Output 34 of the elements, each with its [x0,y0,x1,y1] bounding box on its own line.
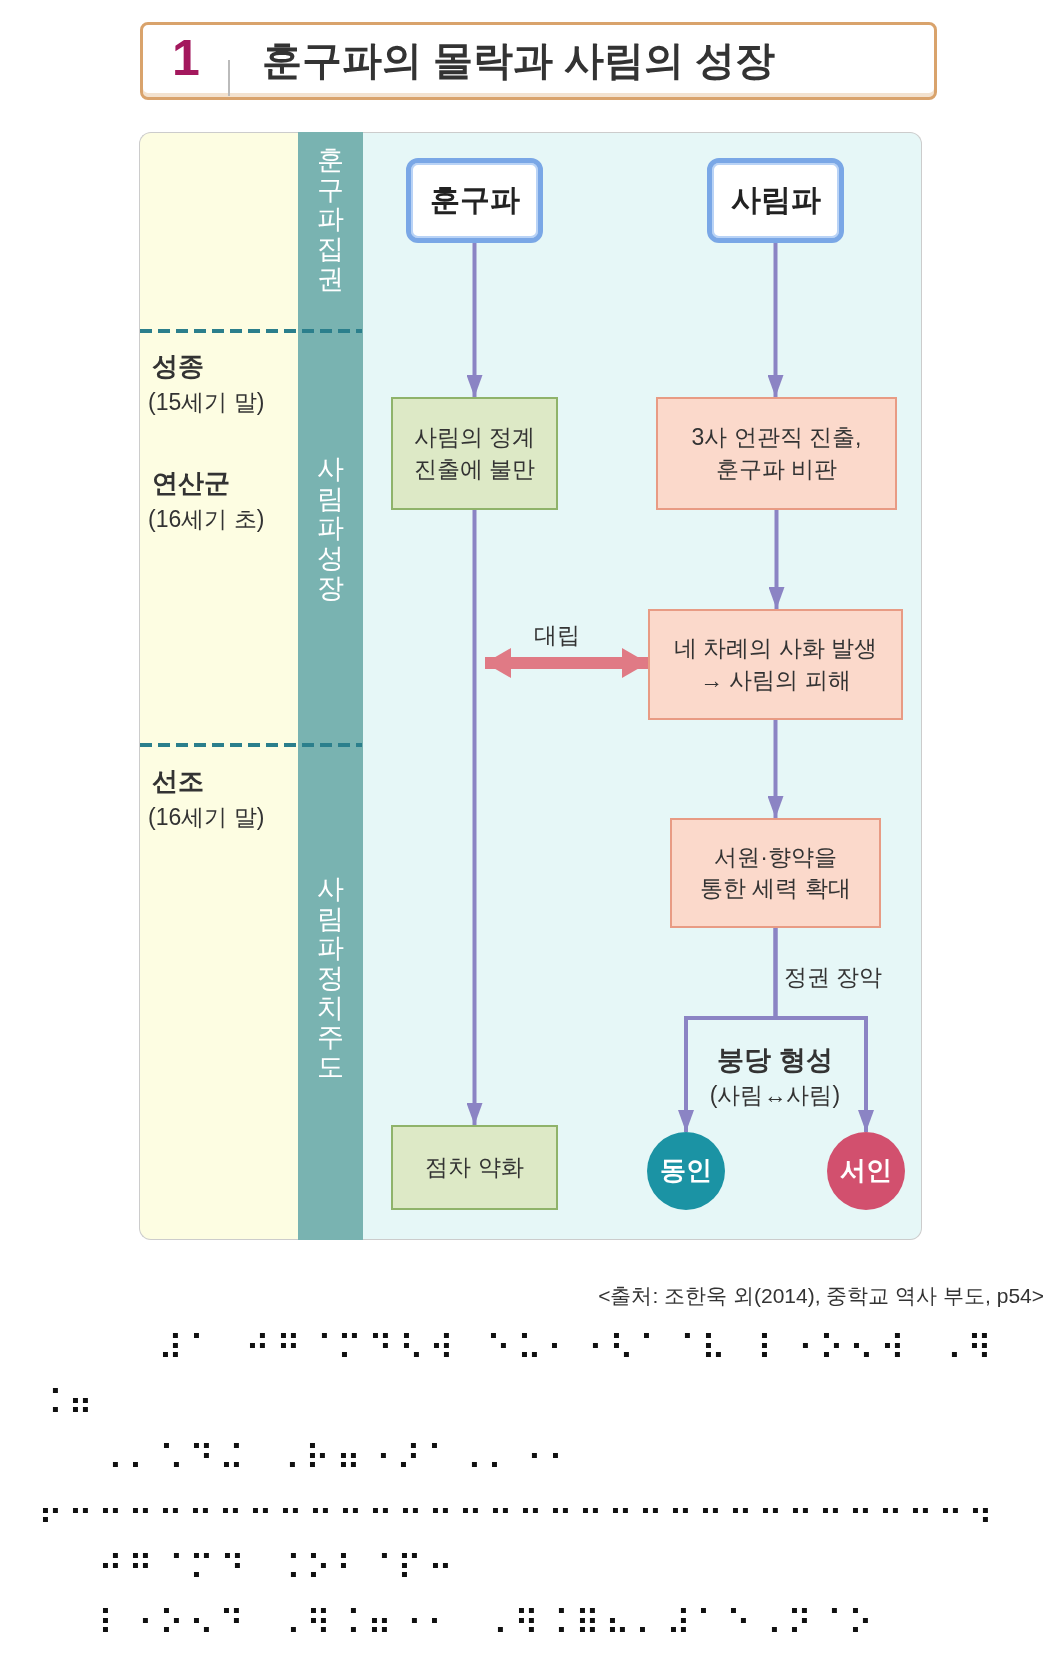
braille-text: ⠠⠄⠡⠙⠬ ⠠⠗⠶⠐⠜⠁⠠⠄⠐⠂ [98,1437,578,1480]
title-text: 훈구파의 몰락과 사림의 성장 [262,37,776,84]
process-box: 3사 언관직 진출, 훈구파 비판 [656,397,897,510]
braille-text: ⠇⠐⠕⠢⠙ ⠠⠻⠨⠶⠐⠂ ⠠⠻⠨⠿⠦⠄⠼⠁⠑⠠⠝⠈⠕ [98,1602,878,1645]
process-box: 사림의 정계 진출에 불만 [391,397,558,510]
arrow [768,510,785,609]
king-name: 성종 [152,350,205,383]
era-text: (16세기 말) [148,803,266,832]
arrow [466,243,483,397]
braille-text: ⠖⠒⠒⠒⠒⠒⠒⠒⠒⠒⠒⠒⠒⠒⠒⠒⠒⠒⠒⠒⠒⠒⠒⠒⠒⠒⠒⠒⠒⠒⠒⠲ [38,1492,998,1535]
era-text: (15세기 말) [148,388,266,417]
period-label: 훈구파 집권 [317,146,344,295]
arrow [466,510,483,1125]
king-name: 선조 [152,765,205,798]
source-caption: <출처: 조한욱 외(2014), 중학교 역사 부도, p54> [598,1283,1044,1309]
process-box: 네 차례의 사화 발생 → 사림의 피해 [648,609,903,720]
braille-text: ⠨⠶ [38,1382,98,1425]
braille-text: ⠼⠁ ⠚⠛⠈⠍⠙⠣⠺ ⠑⠥⠂⠐⠣⠁⠈⠧ ⠇⠐⠕⠢⠺ ⠠⠻ [158,1327,998,1370]
period-label: 사림파 성장 [317,455,344,604]
process-box: 서원·향약을 통한 세력 확대 [670,818,881,928]
era-text: (16세기 초) [148,505,266,534]
arrow [773,928,874,1132]
process-box: 점차 약화 [391,1125,558,1210]
arrow [767,720,784,818]
arrow [485,648,648,678]
note-text: 붕당 형성 [716,1044,834,1077]
arrow [767,243,784,397]
period-label: 사림파 정치 주도 [317,875,344,1083]
faction-box: 훈구파 [406,158,543,243]
note-text: (사림↔사림) [708,1081,842,1110]
faction-box: 사림파 [707,158,844,243]
section-number: 1 [172,29,201,88]
king-name: 연산군 [152,467,231,500]
braille-text: ⠚⠛⠈⠍⠙ ⠨⠕⠃⠈⠏⠒ [98,1547,458,1590]
